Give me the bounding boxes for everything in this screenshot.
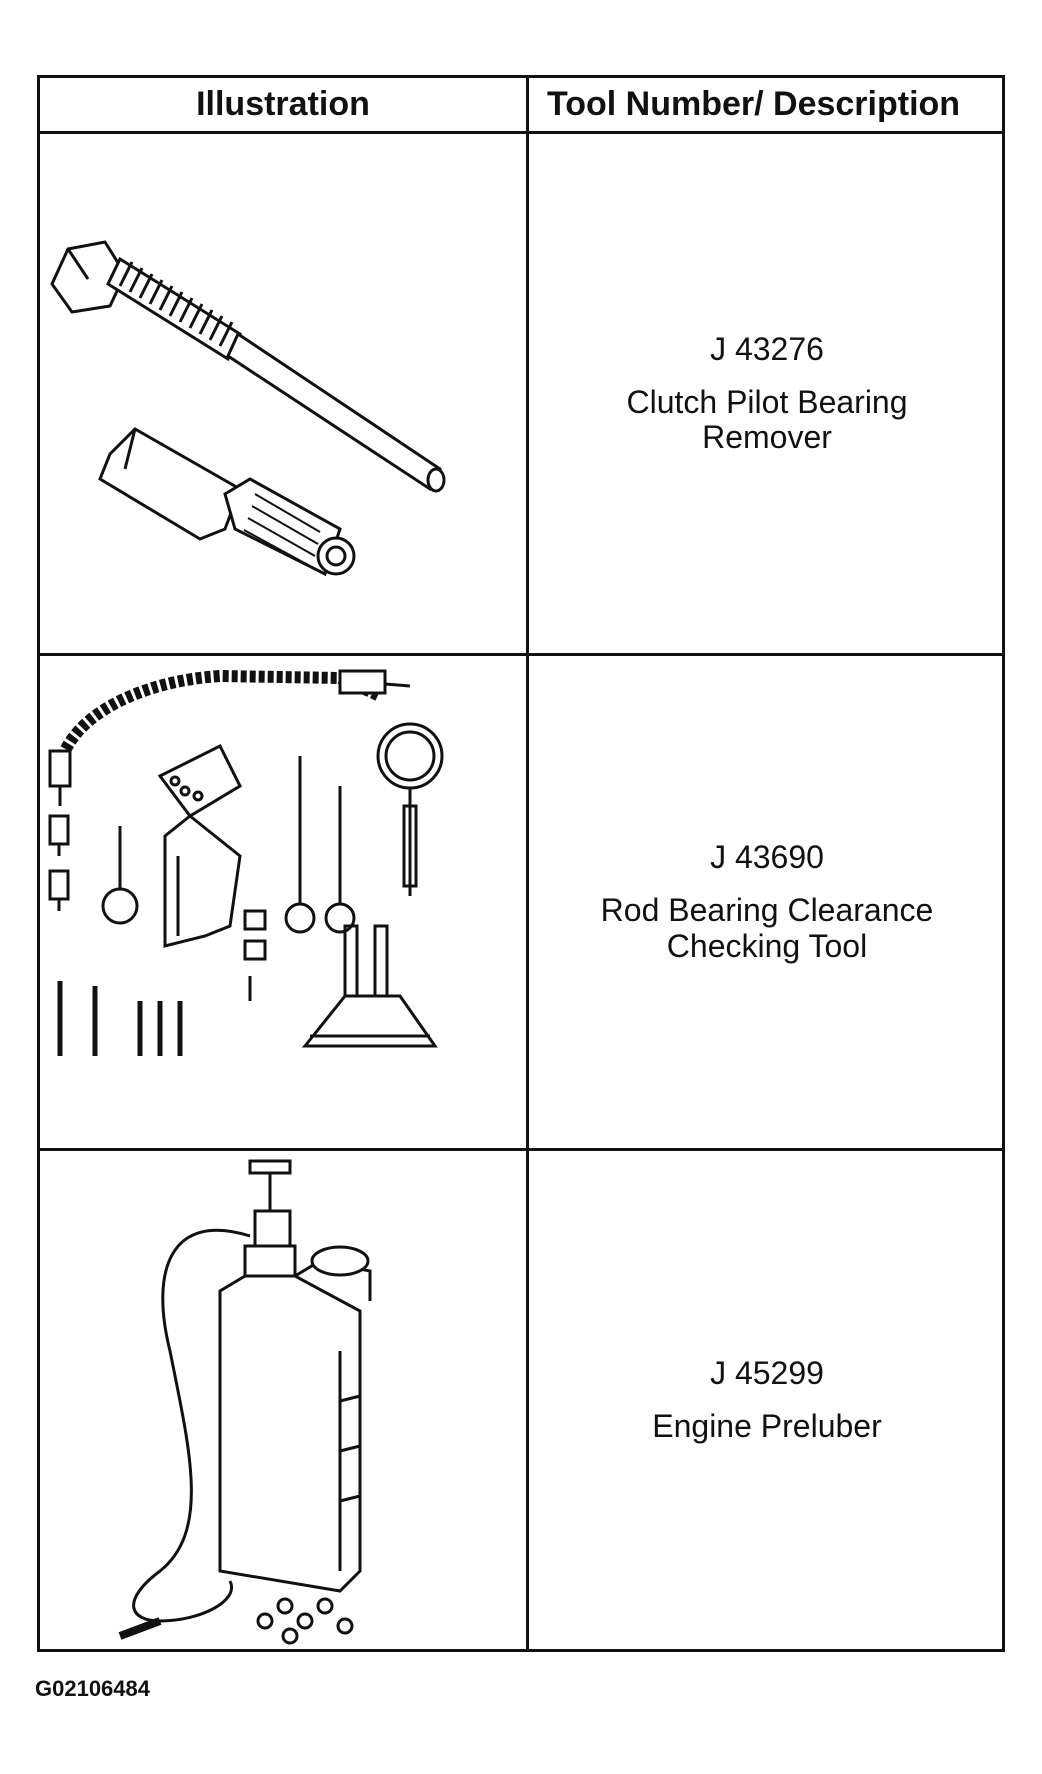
row-divider xyxy=(40,1148,1002,1151)
tool-description-line1: Rod Bearing Clearance xyxy=(600,892,934,929)
figure-code: G02106484 xyxy=(35,1676,150,1701)
tools-table: Illustration Tool Number/ Description xyxy=(37,75,1005,1652)
tool-cell-j43690: J 43690 Rod Bearing Clearance Checking T… xyxy=(529,656,1005,1148)
header-tool-description: Tool Number/ Description xyxy=(547,85,961,123)
header-illustration: Illustration xyxy=(196,85,370,123)
tool-description-line2: Checking Tool xyxy=(666,927,868,964)
row-divider xyxy=(40,653,1002,656)
tool-cell-j43276: J 43276 Clutch Pilot Bearing Remover xyxy=(529,134,1005,653)
tool-number: J 43690 xyxy=(710,839,824,876)
tool-description-line1: Engine Preluber xyxy=(652,1408,882,1444)
engine-preluber-icon xyxy=(40,1151,526,1649)
rod-bearing-clearance-tool-icon xyxy=(40,656,526,1148)
tool-number: J 45299 xyxy=(710,1354,824,1391)
tool-description-line2: Remover xyxy=(702,419,832,456)
column-divider xyxy=(526,78,529,1649)
tool-cell-j45299: J 45299 Engine Preluber xyxy=(529,1151,1005,1649)
clutch-pilot-bearing-remover-icon xyxy=(40,134,526,653)
tool-description-line1: Clutch Pilot Bearing xyxy=(626,383,908,420)
tool-number: J 43276 xyxy=(710,330,824,367)
header-divider xyxy=(40,131,1002,134)
